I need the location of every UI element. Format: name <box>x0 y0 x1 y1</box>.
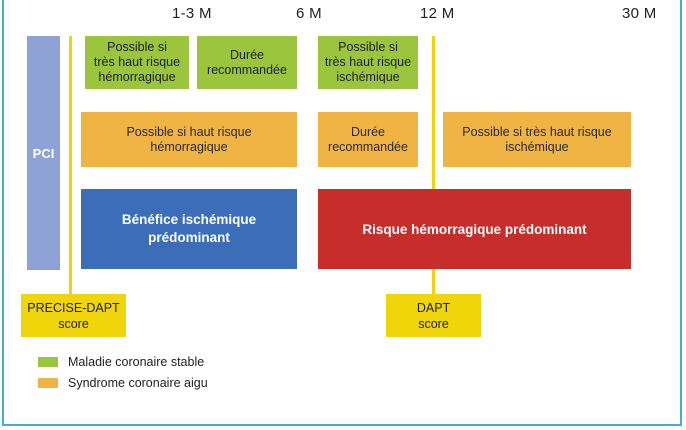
acs-box-high-bleeding: Possible si haut risque hémorragique <box>81 112 297 167</box>
stable-box-very-high-ischemic: Possible si très haut risque ischémique <box>318 36 418 89</box>
acs-box-recommended: Durée recommandée <box>318 112 418 167</box>
dapt-line <box>432 36 435 294</box>
legend-label-acs: Syndrome coronaire aigu <box>68 376 208 390</box>
stable-box-very-high-bleeding: Possible si très haut risque hémorragiqu… <box>85 36 189 89</box>
dapt-score-box: DAPT score <box>386 294 481 337</box>
pci-label: PCI <box>32 145 55 161</box>
tick-30m: 30 M <box>622 5 657 22</box>
legend-swatch-acs <box>38 378 58 388</box>
ischemic-benefit-box: Bénéfice ischémique prédominant <box>81 189 297 269</box>
tick-1-3m: 1-3 M <box>172 5 212 22</box>
pci-bar: PCI <box>27 36 60 270</box>
hemorrhagic-risk-box: Risque hémorragique prédominant <box>318 189 631 269</box>
stable-box-recommended: Durée recommandée <box>197 36 297 89</box>
tick-12m: 12 M <box>420 5 455 22</box>
legend-swatch-stable <box>38 357 58 367</box>
legend-label-stable: Maladie coronaire stable <box>68 355 205 369</box>
acs-box-very-high-ischemic: Possible si très haut risque ischémique <box>443 112 631 167</box>
precise-dapt-line <box>69 36 72 294</box>
tick-6m: 6 M <box>296 5 322 22</box>
precise-dapt-score-box: PRECISE-DAPT score <box>21 294 126 337</box>
